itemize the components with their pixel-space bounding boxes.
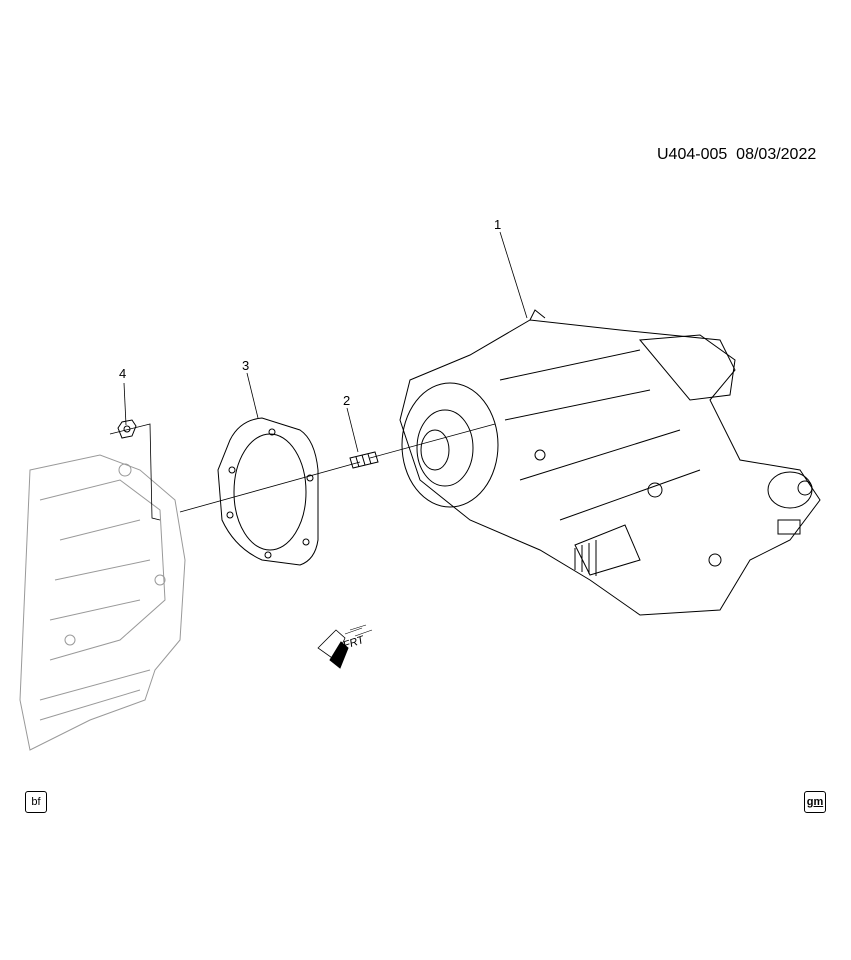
- front-direction-arrow-icon: [317, 624, 373, 669]
- callout-2: 2: [343, 393, 351, 408]
- illustration-ref: U404-005 08/03/2022: [657, 146, 817, 163]
- transmission-housing: [19, 454, 186, 751]
- bf-badge: bf: [25, 791, 47, 813]
- diagram-date: 08/03/2022: [736, 146, 817, 163]
- callout-4: 4: [119, 366, 127, 381]
- part-4-nut: [117, 419, 137, 439]
- part-2-stud: [349, 451, 379, 469]
- part-3-gasket: [217, 417, 319, 566]
- leader-lines: [109, 231, 528, 521]
- callout-3: 3: [242, 358, 250, 373]
- gm-logo: gm: [804, 791, 826, 813]
- part-1-transfer-case: [399, 309, 821, 616]
- callout-1: 1: [494, 217, 502, 232]
